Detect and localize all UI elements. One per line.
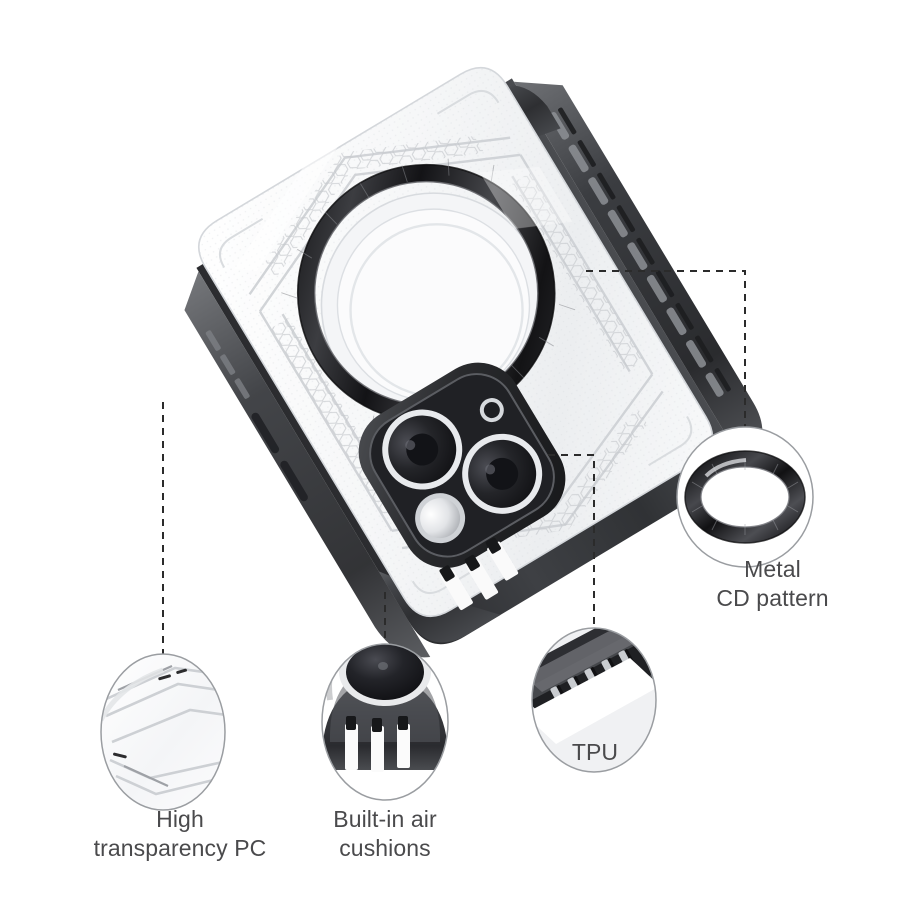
camera-sensor-dot [479,398,504,423]
camera-lens-secondary [462,433,543,514]
tpu-rail-grooves [205,107,731,399]
pc-corner-pads [218,89,693,595]
leader-line-cd [586,270,746,427]
tpu-side-rail-icon [532,628,656,744]
pc-gloss [234,129,573,272]
callout-circle-pc [100,653,226,811]
callout-circle-tpu [531,627,657,773]
callout-label-metal-cd-pattern: Metal CD pattern [716,556,829,611]
callout-circle-air [321,643,449,801]
camera-lens-primary [382,409,463,490]
air-cushion-bars [439,537,519,610]
callout-label-high-transparency-pc: High transparency PC [93,806,267,861]
callout-label-tpu: TPU [571,739,619,765]
callout-circle-cd [676,426,814,568]
leader-line-tpu [548,454,595,628]
camera-flash [415,493,466,544]
camera-module [358,362,566,568]
phone-case-body [184,66,763,658]
button-cutouts [251,412,308,502]
callout-label-built-in-air-cushions: Built-in air cushions [333,806,437,861]
metal-cd-ring-icon [684,450,806,544]
